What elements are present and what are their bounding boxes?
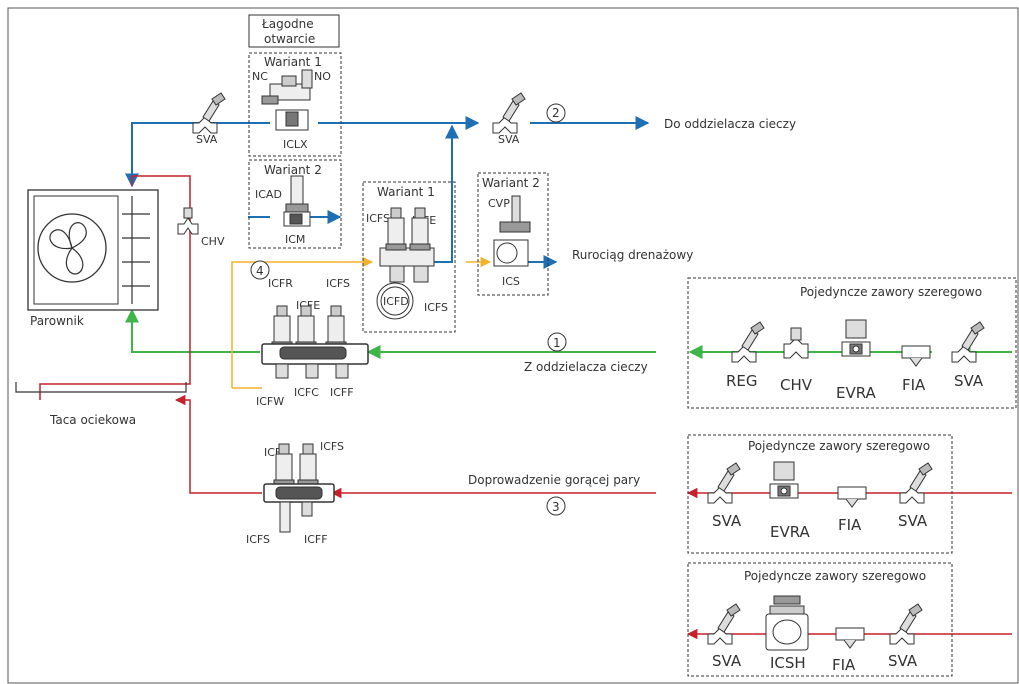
suction-line bbox=[125, 116, 650, 269]
box2-valve-sva-a: SVA bbox=[712, 512, 742, 530]
icfc-label: ICFC bbox=[294, 386, 319, 399]
number-2: 2 bbox=[552, 106, 560, 120]
number-4: 4 bbox=[256, 264, 264, 278]
nc-label: NC bbox=[252, 70, 268, 83]
icm-label: ICM bbox=[285, 233, 305, 246]
variant1-top-box bbox=[248, 52, 342, 157]
ics-valve bbox=[493, 195, 531, 267]
chv-left-label: CHV bbox=[201, 235, 225, 248]
variant2-mid-label: Wariant 2 bbox=[482, 176, 540, 190]
soft-open-box bbox=[248, 14, 340, 48]
series-box-2-title: Pojedyncze zawory szeregowo bbox=[748, 439, 930, 453]
box2-valve-evra: EVRA bbox=[770, 523, 811, 541]
icfr-label: ICFR bbox=[268, 277, 293, 290]
box3-valve-fia: FIA bbox=[832, 656, 856, 674]
icad-label: ICAD bbox=[255, 188, 282, 201]
drip-tray bbox=[15, 382, 187, 393]
box2-valve-fia: FIA bbox=[838, 516, 862, 534]
evaporator bbox=[27, 189, 159, 311]
box1-valve-reg: REG bbox=[726, 372, 758, 390]
icfs-main-label: ICFS bbox=[326, 277, 350, 290]
iclx-label: ICLX bbox=[283, 138, 308, 151]
soft-open-line1: Łagodne bbox=[261, 17, 314, 31]
from-separator-label: Z oddzielacza cieczy bbox=[524, 360, 648, 374]
ics-label: ICS bbox=[502, 275, 520, 288]
number-badge-4 bbox=[250, 260, 270, 280]
no-label: NO bbox=[314, 70, 331, 83]
drain-pipe-label: Rurociąg drenażowy bbox=[572, 248, 693, 262]
box2-sva-valve-b bbox=[899, 462, 933, 504]
series-box-3 bbox=[687, 562, 953, 677]
icfs-hg-bot-label: ICFS bbox=[246, 533, 270, 546]
fan-icon bbox=[49, 222, 87, 275]
series-box-3-title: Pojedyncze zawory szeregowo bbox=[744, 569, 926, 583]
icff-hg-label: ICFF bbox=[304, 533, 328, 546]
box2-sva-valve-a bbox=[707, 462, 741, 504]
evaporator-label: Parownik bbox=[30, 314, 84, 328]
variant2-left-box bbox=[248, 159, 342, 249]
icf-module-v1 bbox=[376, 207, 435, 320]
series-box-1-title: Pojedyncze zawory szeregowo bbox=[800, 285, 982, 299]
box2-valve-sva-b: SVA bbox=[898, 512, 928, 530]
icfs-v1b-label: ICFS bbox=[424, 301, 448, 314]
box1-valve-chv: CHV bbox=[780, 376, 813, 394]
box1-valve-sva: SVA bbox=[954, 372, 984, 390]
box1-sva-valve bbox=[951, 321, 985, 363]
icf-station-hot-gas bbox=[263, 443, 335, 533]
variant2-left-label: Wariant 2 bbox=[264, 163, 322, 177]
svа-top-label: SVA bbox=[498, 133, 520, 146]
box3-valve-sva-b: SVA bbox=[888, 652, 918, 670]
variant1-mid-label: Wariant 1 bbox=[377, 185, 435, 199]
icfs-hg-top-label: ICFS bbox=[320, 440, 344, 453]
chv-valve-left bbox=[177, 207, 199, 235]
to-separator-label: Do oddzielacza cieczy bbox=[664, 117, 796, 131]
iclx-valve bbox=[261, 69, 313, 131]
box1-reg-valve bbox=[731, 321, 765, 363]
liquid-line bbox=[125, 308, 1012, 359]
icfd-label: ICFD bbox=[383, 295, 409, 308]
drip-tray-label: Taca ociekowa bbox=[49, 413, 136, 427]
icfw-label: ICFW bbox=[256, 395, 284, 408]
icm-valve bbox=[283, 175, 311, 227]
box2-fia-valve bbox=[837, 486, 867, 508]
number-badge-1 bbox=[547, 332, 567, 352]
icfs-v1-label: ICFS bbox=[366, 212, 390, 225]
svа-valve-left bbox=[192, 92, 226, 134]
box1-fia-valve bbox=[901, 345, 931, 367]
box1-valve-evra: EVRA bbox=[836, 384, 877, 402]
box1-evra-valve bbox=[841, 319, 871, 357]
icf-station-main bbox=[261, 305, 369, 379]
icff-main-label: ICFF bbox=[330, 386, 354, 399]
variant1-top-label: Wariant 1 bbox=[264, 55, 322, 69]
box3-sva-valve-b bbox=[889, 603, 923, 645]
hot-gas-label: Doprowadzenie gorącej pary bbox=[468, 473, 640, 487]
number-badge-2 bbox=[546, 103, 566, 123]
series-box-1 bbox=[687, 277, 1017, 409]
number-1: 1 bbox=[553, 336, 561, 350]
variant2-mid-box bbox=[477, 172, 549, 296]
cvp-label: CVP bbox=[488, 197, 510, 210]
box3-sva-valve-a bbox=[707, 603, 741, 645]
box1-valve-fia: FIA bbox=[902, 376, 926, 394]
soft-open-line2: otwarcie bbox=[264, 32, 315, 46]
box3-valve-icsh: ICSH bbox=[770, 654, 806, 672]
box3-icsh-valve bbox=[765, 595, 809, 651]
variant1-mid-box bbox=[362, 181, 456, 333]
series-box-2 bbox=[687, 434, 953, 554]
svа-left-label: SVA bbox=[196, 133, 218, 146]
svа-valve-top bbox=[492, 92, 526, 134]
number-3: 3 bbox=[552, 500, 560, 514]
box3-valve-sva-a: SVA bbox=[712, 652, 742, 670]
box3-fia-valve bbox=[835, 627, 865, 649]
diagram-frame bbox=[7, 7, 1019, 684]
box1-chv-valve bbox=[783, 327, 809, 359]
box2-evra-valve bbox=[769, 461, 799, 499]
number-badge-3 bbox=[546, 496, 566, 516]
